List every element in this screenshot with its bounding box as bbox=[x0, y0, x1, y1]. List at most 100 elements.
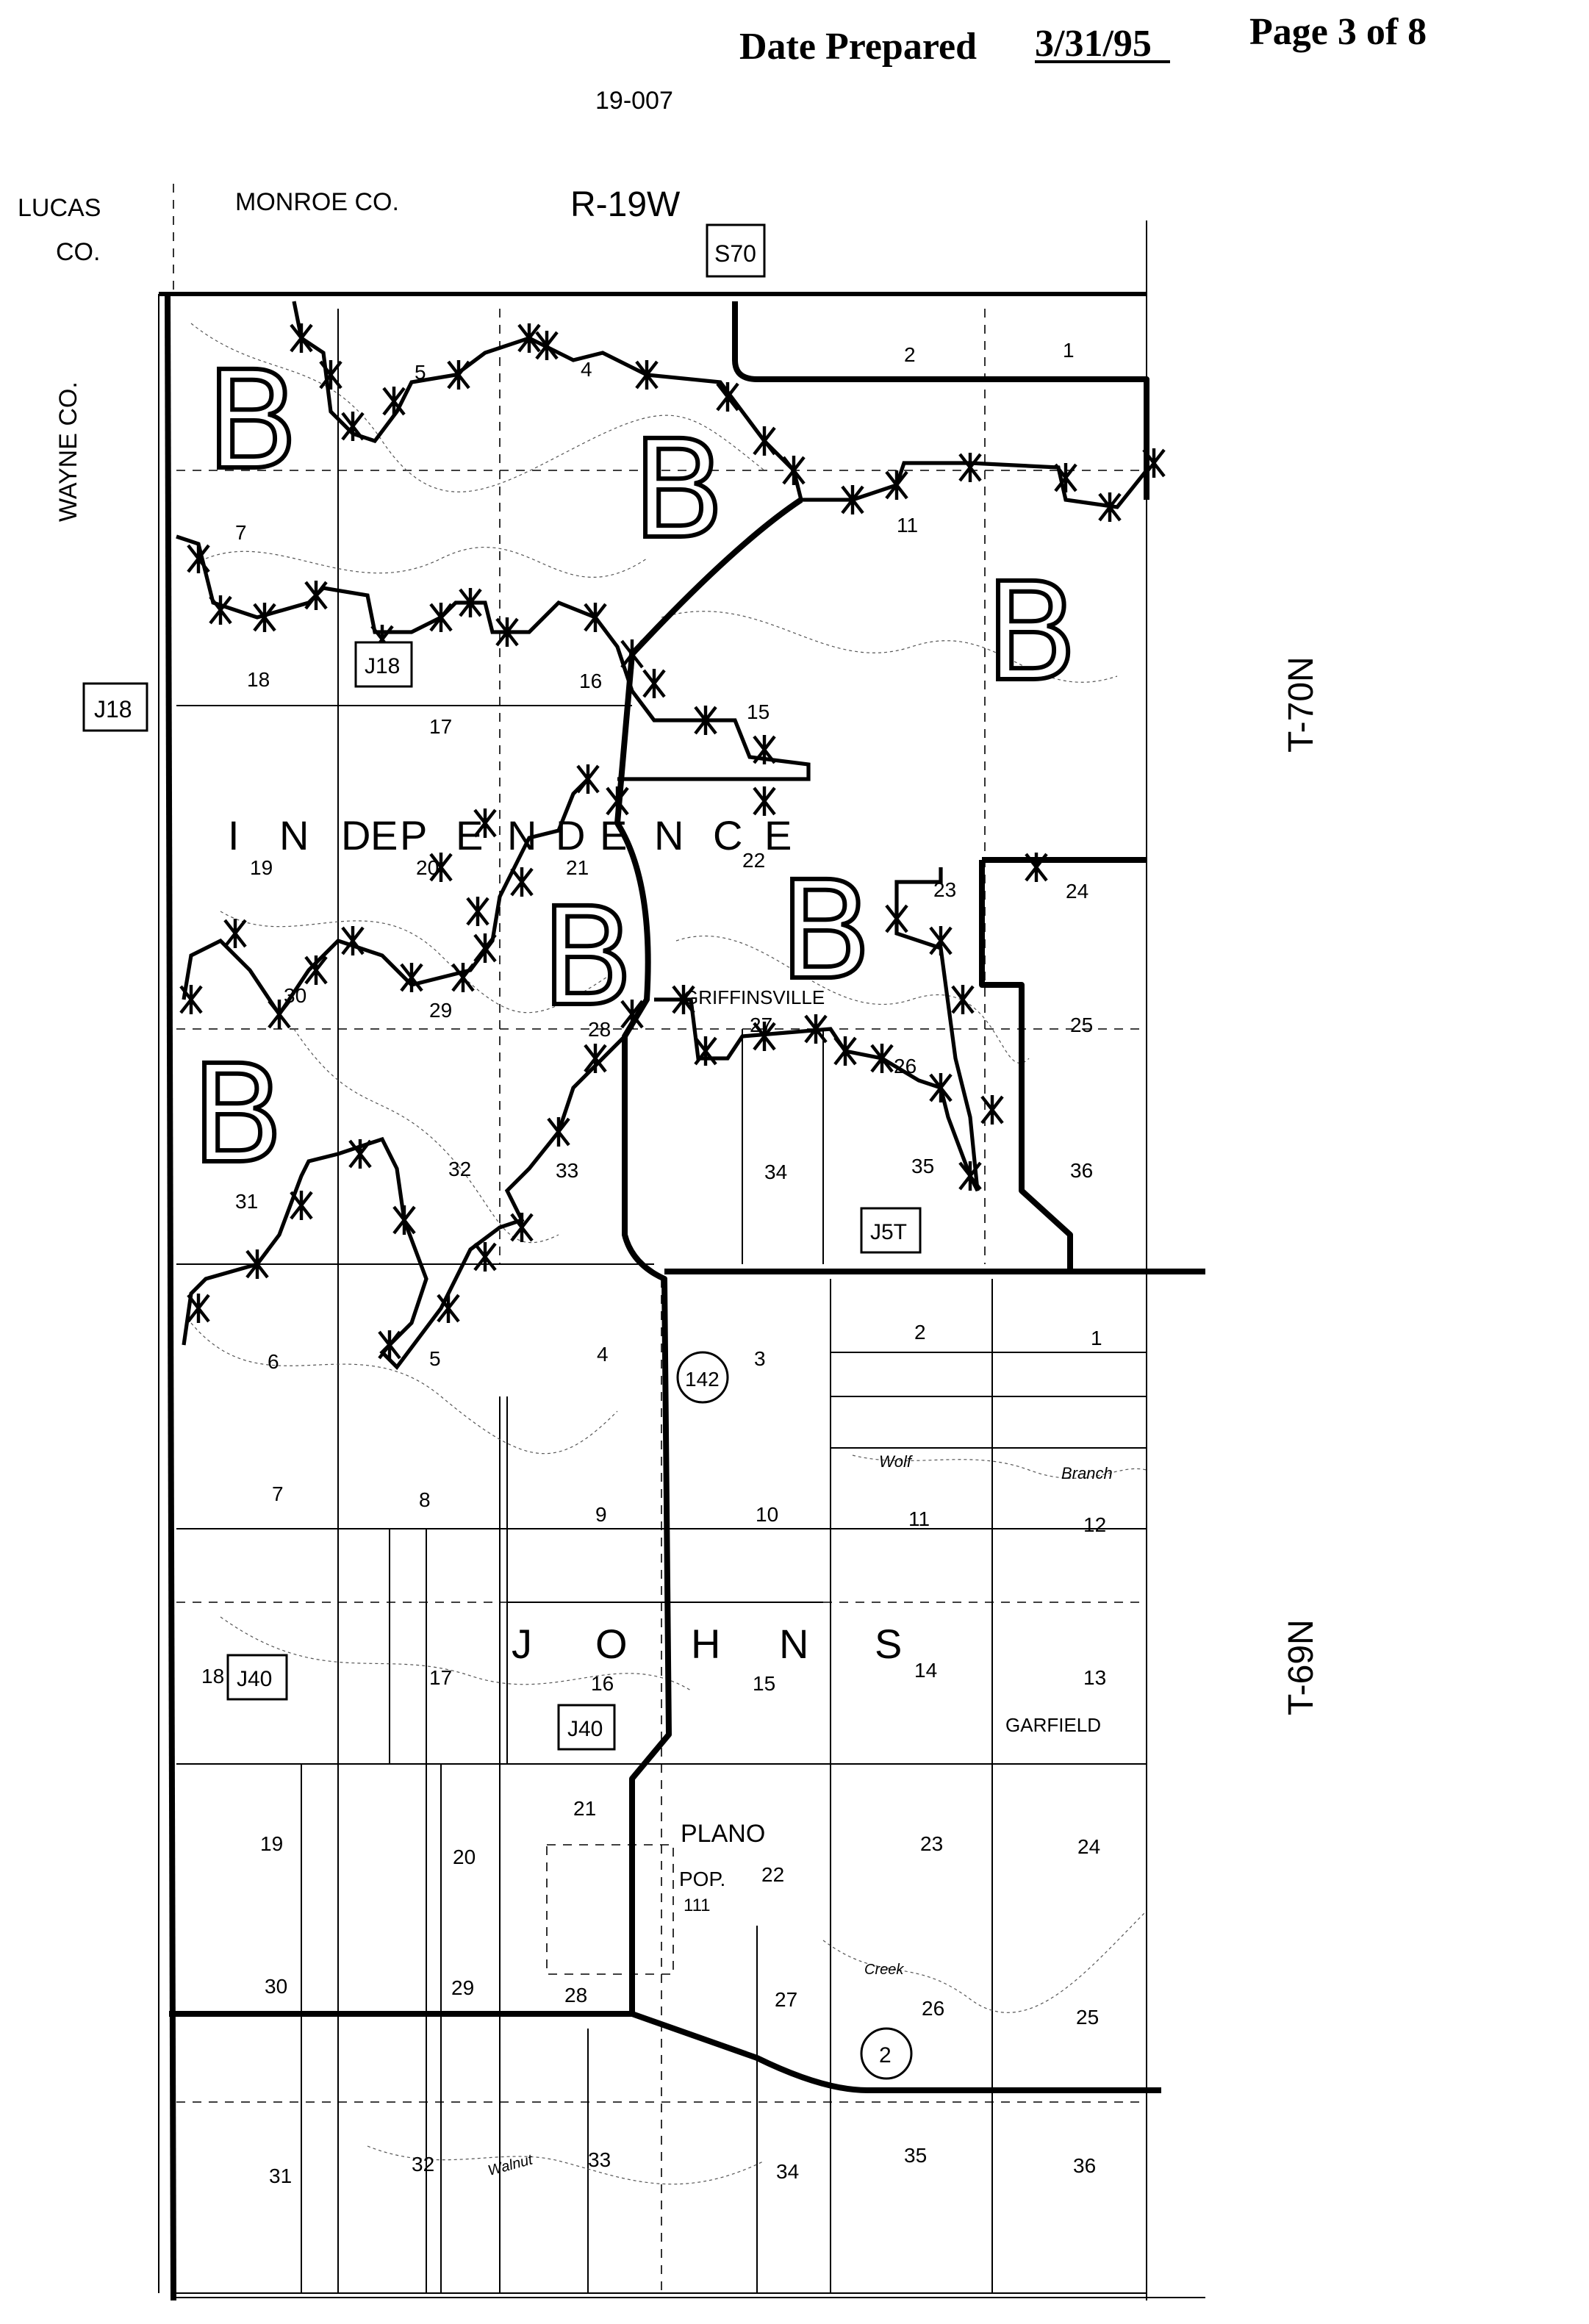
zone-b-label: B bbox=[206, 342, 298, 500]
section-number: 27 bbox=[750, 1014, 772, 1036]
township-letter: E bbox=[600, 812, 627, 858]
x-mark-icon bbox=[841, 485, 864, 514]
x-mark-icon bbox=[304, 581, 328, 610]
route-marker-label: 2 bbox=[879, 2043, 892, 2067]
section-number: 4 bbox=[581, 358, 592, 381]
x-mark-icon bbox=[473, 1242, 497, 1272]
section-number: 7 bbox=[272, 1482, 284, 1505]
township-letter: S bbox=[875, 1621, 902, 1667]
section-number: 25 bbox=[1076, 2006, 1099, 2029]
township-t70n-label: T-70N bbox=[1282, 656, 1321, 753]
boundary-x-marks bbox=[179, 323, 1166, 1360]
walnut-creek-label: Walnut bbox=[487, 2151, 536, 2179]
x-mark-icon bbox=[304, 955, 328, 985]
route-marker-label: J18 bbox=[365, 654, 400, 678]
section-number: 22 bbox=[761, 1863, 784, 1886]
township-t69n-label: T-69N bbox=[1282, 1619, 1321, 1715]
x-mark-icon bbox=[466, 897, 489, 926]
x-mark-icon bbox=[473, 808, 497, 838]
place-griffinsville: GRIFFINSVILLE bbox=[684, 986, 825, 1008]
section-number: 20 bbox=[453, 1846, 476, 1868]
section-number: 32 bbox=[412, 2153, 434, 2176]
x-mark-icon bbox=[958, 453, 982, 482]
township-letter: E bbox=[764, 812, 792, 858]
route-marker-iowa-2: 2 bbox=[860, 2027, 913, 2080]
township-letter: E bbox=[456, 812, 483, 858]
x-mark-icon bbox=[694, 706, 717, 735]
route-marker-j40-west: J40 bbox=[226, 1654, 288, 1701]
township-letter: I bbox=[228, 812, 240, 858]
township-letter: N bbox=[654, 812, 684, 858]
x-mark-icon bbox=[510, 1213, 534, 1242]
section-number: 36 bbox=[1073, 2154, 1096, 2177]
section-number: 9 bbox=[595, 1503, 607, 1526]
x-mark-icon bbox=[535, 331, 559, 360]
x-mark-icon bbox=[459, 588, 482, 617]
x-mark-icon bbox=[885, 904, 908, 933]
wolf-branch-label-branch: Branch bbox=[1061, 1464, 1113, 1482]
zone-b-label: B bbox=[191, 1036, 284, 1194]
section-number: 27 bbox=[775, 1988, 797, 2011]
route-marker-label: 142 bbox=[685, 1368, 720, 1391]
x-mark-icon bbox=[980, 1095, 1004, 1125]
township-letter: P bbox=[400, 812, 427, 858]
section-number: 34 bbox=[764, 1161, 787, 1183]
section-number: 29 bbox=[451, 1976, 474, 1999]
x-mark-icon bbox=[290, 323, 313, 353]
floodplain-boundary bbox=[176, 301, 1149, 1370]
creek-label: Creek bbox=[864, 1962, 904, 1978]
section-number: 35 bbox=[911, 1155, 934, 1177]
range-label: R-19W bbox=[570, 185, 681, 224]
wayne-county-label: WAYNE CO. bbox=[54, 381, 82, 522]
route-marker-j18-inner: J18 bbox=[354, 641, 413, 688]
x-mark-icon bbox=[606, 786, 629, 816]
x-mark-icon bbox=[378, 1330, 401, 1360]
zone-b-label: B bbox=[541, 879, 634, 1036]
x-mark-icon bbox=[451, 963, 475, 992]
route-markers: S70 J18 J18 J40 J40 J5T 142 2 bbox=[82, 223, 922, 2080]
x-mark-icon bbox=[1142, 448, 1166, 478]
section-grid bbox=[176, 309, 1147, 2294]
section-number: 34 bbox=[776, 2160, 799, 2183]
route-marker-label: J18 bbox=[94, 696, 132, 722]
x-mark-icon bbox=[253, 603, 276, 632]
township-letter: D bbox=[341, 812, 370, 858]
section-number: 12 bbox=[1083, 1513, 1106, 1536]
zone-b-labels: B B B B B B bbox=[189, 340, 1080, 1196]
section-number: 26 bbox=[922, 1997, 944, 2020]
township-letter: C bbox=[713, 812, 742, 858]
x-mark-icon bbox=[1025, 853, 1048, 882]
section-number: 29 bbox=[429, 999, 452, 1022]
section-number: 28 bbox=[588, 1018, 611, 1041]
x-mark-icon bbox=[620, 639, 644, 669]
x-mark-icon bbox=[245, 1249, 269, 1279]
route-marker-label: S70 bbox=[714, 240, 756, 267]
x-mark-icon bbox=[268, 1000, 291, 1029]
township-letter: N bbox=[779, 1621, 808, 1667]
x-mark-icon bbox=[584, 1044, 607, 1073]
section-number: 21 bbox=[566, 856, 589, 879]
plano-population-label: POP. bbox=[679, 1868, 725, 1890]
x-mark-icon bbox=[958, 1161, 982, 1191]
section-number: 11 bbox=[897, 514, 918, 537]
township-letter: N bbox=[279, 812, 309, 858]
x-mark-icon bbox=[447, 360, 470, 390]
x-mark-icon bbox=[348, 1139, 372, 1169]
x-mark-icon bbox=[341, 926, 365, 955]
x-mark-icon bbox=[341, 412, 365, 441]
x-mark-icon bbox=[804, 1014, 828, 1044]
page-number: Page 3 of 8 bbox=[1249, 11, 1427, 53]
section-number: 24 bbox=[1077, 1835, 1100, 1858]
section-number: 19 bbox=[250, 856, 273, 879]
date-prepared-label: Date Prepared bbox=[739, 26, 977, 68]
route-marker-s70: S70 bbox=[706, 223, 766, 278]
map-frame bbox=[158, 220, 1205, 2301]
x-mark-icon bbox=[209, 595, 232, 625]
x-mark-icon bbox=[223, 919, 247, 948]
x-mark-icon bbox=[642, 669, 666, 698]
section-number: 2 bbox=[914, 1321, 926, 1344]
section-number: 15 bbox=[747, 700, 770, 723]
section-number: 1 bbox=[1091, 1327, 1102, 1349]
